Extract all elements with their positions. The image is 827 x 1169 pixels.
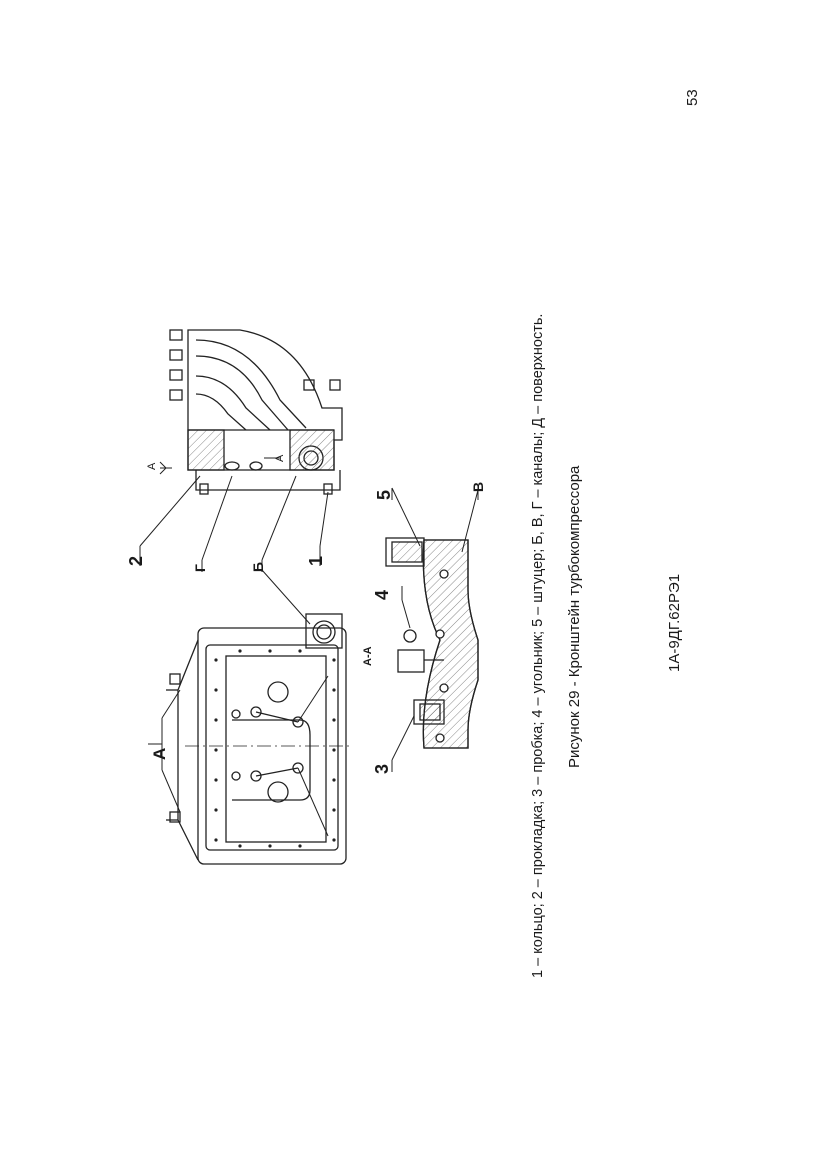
label-view-a: А bbox=[150, 747, 169, 760]
figure-legend: 1 – кольцо; 2 – прокладка; 3 – пробка; 4… bbox=[530, 313, 546, 978]
label-part-5: 5 bbox=[374, 489, 394, 500]
figure-caption: Рисунок 29 - Кронштейн турбокомпрессора bbox=[566, 465, 583, 768]
label-channel-b: Б bbox=[250, 561, 266, 572]
label-section-marker-2: А bbox=[274, 454, 286, 462]
label-channel-v: В bbox=[470, 481, 486, 492]
side-view bbox=[139, 329, 343, 625]
document-code: 1А-9ДГ.62РЭ1 bbox=[666, 573, 683, 672]
label-section-aa: А-А bbox=[362, 646, 374, 666]
page-number: 53 bbox=[684, 89, 701, 106]
label-part-2: 2 bbox=[126, 555, 146, 566]
label-part-1: 1 bbox=[306, 555, 326, 566]
front-view bbox=[148, 613, 352, 865]
section-aa bbox=[385, 487, 479, 772]
label-channel-g: Г bbox=[192, 564, 208, 572]
label-section-marker: А bbox=[146, 462, 158, 470]
label-part-4: 4 bbox=[372, 589, 392, 600]
label-part-3: 3 bbox=[372, 763, 392, 774]
